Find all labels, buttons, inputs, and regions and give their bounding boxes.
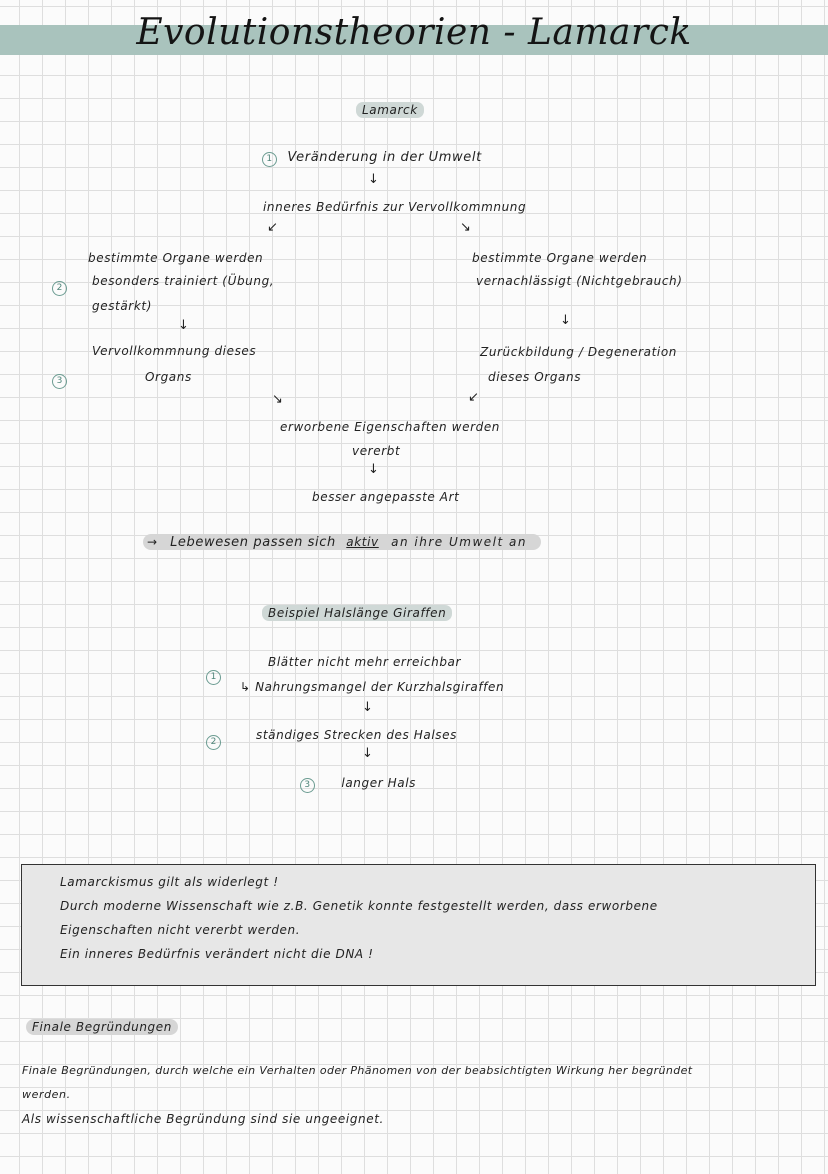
right-branch-text-3: Zurückbildung / Degeneration bbox=[480, 345, 677, 359]
right-branch-text-4: dieses Organs bbox=[488, 370, 582, 384]
number-circle-3: 3 bbox=[300, 778, 315, 793]
arrow-down-icon: ↓ bbox=[362, 746, 373, 761]
arrow-down-right-icon: ↘ bbox=[460, 220, 471, 235]
number-circle-3-wrap: 3 bbox=[52, 368, 67, 389]
arrow-down-icon: ↓ bbox=[178, 318, 189, 333]
lamarck-tag: Lamarck bbox=[356, 102, 424, 118]
flow-step-1: 1 Veränderung in der Umwelt bbox=[262, 150, 482, 167]
example-line-3: ständiges Strecken des Halses bbox=[256, 728, 457, 742]
left-branch-text-2: besonders trainiert (Übung, bbox=[92, 274, 275, 288]
step1-text: Veränderung in der Umwelt bbox=[287, 150, 482, 165]
title-highlight bbox=[0, 25, 828, 55]
right-branch-text-1: bestimmte Organe werden bbox=[472, 251, 648, 265]
number-circle-2-wrap: 2 bbox=[52, 275, 67, 296]
page-title: Evolutionstheorien - Lamarck bbox=[136, 12, 692, 53]
arrow-down-icon: ↓ bbox=[362, 700, 373, 715]
final-line-2: werden. bbox=[22, 1088, 71, 1101]
arrow-down-icon: ↓ bbox=[368, 172, 379, 187]
left-branch-text-3: gestärkt) bbox=[92, 299, 152, 313]
number-circle-1: 1 bbox=[262, 152, 277, 167]
number-circle-1: 1 bbox=[206, 670, 221, 685]
final-heading-wrap: Finale Begründungen bbox=[26, 1019, 178, 1035]
arrow-right-icon: → bbox=[147, 535, 158, 549]
acquired-text-2: vererbt bbox=[352, 444, 401, 458]
example-line-1: Blätter nicht mehr erreichbar bbox=[268, 655, 462, 669]
arrow-down-icon: ↓ bbox=[560, 313, 571, 328]
refutation-box: Lamarckismus gilt als widerlegt ! Durch … bbox=[21, 864, 816, 986]
example-heading-wrap: Beispiel Halslänge Giraffen bbox=[262, 605, 453, 621]
acquired-text-1: erworbene Eigenschaften werden bbox=[280, 420, 501, 434]
example-number-1-wrap: 1 bbox=[206, 664, 221, 685]
number-circle-2: 2 bbox=[52, 281, 67, 296]
example-line-4-wrap: 3 langer Hals bbox=[300, 776, 416, 793]
arrow-down-icon: ↓ bbox=[368, 462, 379, 477]
example-number-2-wrap: 2 bbox=[206, 729, 221, 750]
left-branch-text-4: Vervollkommnung dieses bbox=[92, 344, 257, 358]
conclusion-aktiv: aktiv bbox=[346, 535, 379, 549]
arrow-down-left-icon: ↙ bbox=[267, 220, 278, 235]
final-line-3: Als wissenschaftliche Begründung sind si… bbox=[22, 1112, 384, 1126]
right-branch-text-2: vernachlässigt (Nichtgebrauch) bbox=[476, 274, 683, 288]
final-line-1: Finale Begründungen, durch welche ein Ve… bbox=[22, 1064, 693, 1077]
section-tag: Lamarck bbox=[356, 102, 424, 118]
conclusion-highlight: → Lebewesen passen sich aktiv an ihre Um… bbox=[143, 534, 541, 550]
example-line-4: langer Hals bbox=[341, 776, 417, 790]
box-line-2: Durch moderne Wissenschaft wie z.B. Gene… bbox=[60, 899, 658, 913]
left-branch-text-1: bestimmte Organe werden bbox=[88, 251, 264, 265]
conclusion-pre: Lebewesen passen sich bbox=[170, 535, 336, 550]
number-circle-2: 2 bbox=[206, 735, 221, 750]
arrow-down-left-icon: ↙ bbox=[468, 390, 479, 405]
inner-need-text: inneres Bedürfnis zur Vervollkommnung bbox=[263, 200, 527, 214]
conclusion-post: an ihre Umwelt an bbox=[391, 535, 527, 549]
left-branch-text-5: Organs bbox=[145, 370, 192, 384]
box-line-1: Lamarckismus gilt als widerlegt ! bbox=[60, 875, 279, 889]
number-circle-3: 3 bbox=[52, 374, 67, 389]
box-line-4: Ein inneres Bedürfnis verändert nicht di… bbox=[60, 947, 374, 961]
conclusion-line: → Lebewesen passen sich aktiv an ihre Um… bbox=[143, 534, 541, 550]
final-heading: Finale Begründungen bbox=[26, 1019, 178, 1035]
example-heading: Beispiel Halslänge Giraffen bbox=[262, 605, 453, 621]
box-line-3: Eigenschaften nicht vererbt werden. bbox=[60, 923, 301, 937]
better-adapted-text: besser angepasste Art bbox=[312, 490, 460, 504]
arrow-down-right-icon: ↘ bbox=[272, 392, 283, 407]
example-line-2: ↳ Nahrungsmangel der Kurzhalsgiraffen bbox=[240, 680, 505, 694]
